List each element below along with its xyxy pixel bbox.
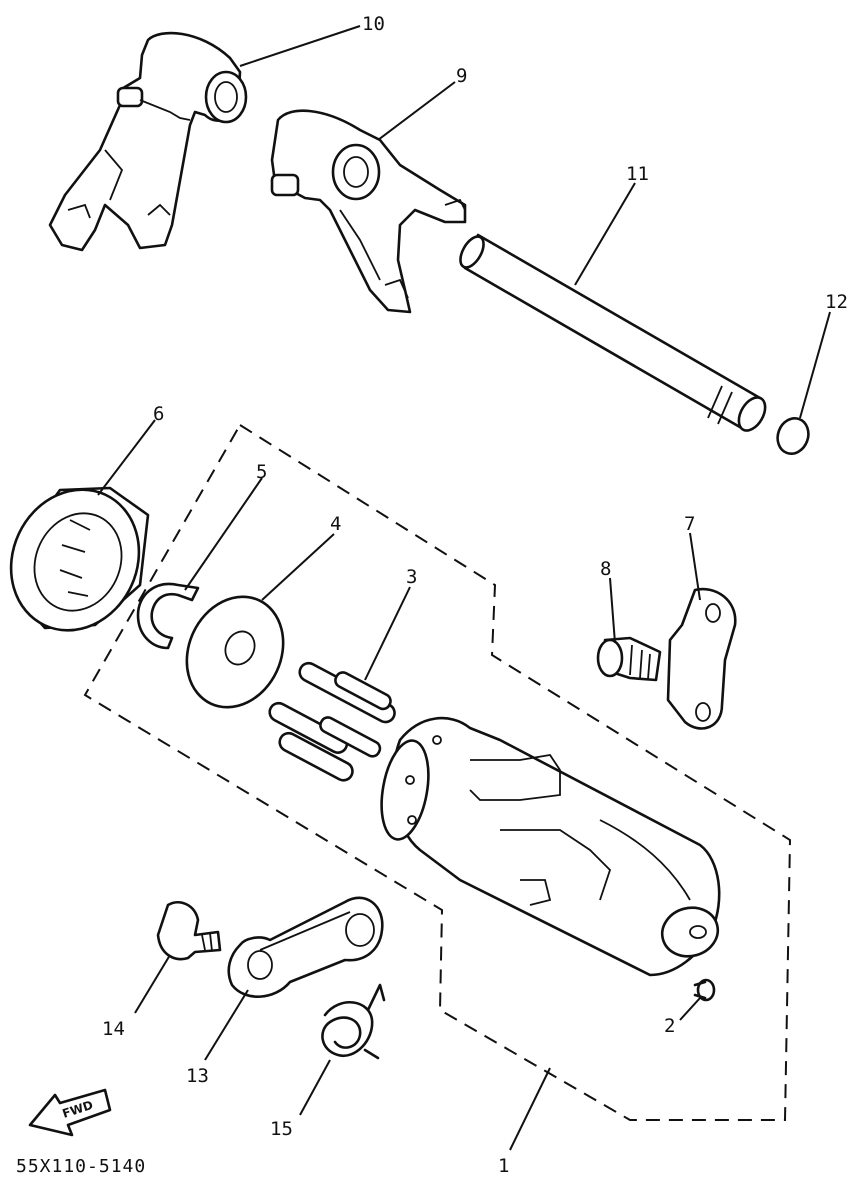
callout-15: 15 (270, 1118, 293, 1140)
circlip-12 (776, 417, 810, 455)
shift-fork-10 (48, 31, 248, 252)
callout-5: 5 (256, 461, 267, 483)
bearing-6 (9, 486, 150, 632)
bolt-8 (596, 636, 662, 682)
callout-9: 9 (456, 65, 467, 87)
callout-1: 1 (498, 1155, 509, 1177)
callout-7: 7 (684, 513, 695, 535)
callout-4: 4 (330, 513, 341, 535)
dowel-pins-3 (268, 661, 396, 782)
callout-12: 12 (825, 291, 848, 313)
callout-8: 8 (600, 558, 611, 580)
e-clip-5 (136, 582, 200, 650)
callout-13: 13 (186, 1065, 209, 1087)
leader-lines (97, 25, 831, 1151)
callout-6: 6 (153, 403, 164, 425)
guide-bar-11 (459, 233, 767, 432)
callout-2: 2 (664, 1015, 675, 1037)
stopper-lever-13 (227, 896, 384, 998)
shift-drum (380, 716, 721, 977)
forward-arrow-icon: FWD (28, 1088, 112, 1137)
stopper-plate-7 (666, 587, 737, 730)
assembly-boundary (83, 423, 792, 1121)
callout-11: 11 (626, 163, 649, 185)
bolt-14 (156, 900, 222, 961)
callout-3: 3 (406, 566, 417, 588)
shift-fork-9 (270, 109, 467, 314)
callout-14: 14 (102, 1018, 125, 1040)
pin-2 (693, 978, 716, 1002)
drawing-code: 55X110-5140 (16, 1156, 146, 1177)
callout-10: 10 (362, 13, 385, 35)
washer-4 (185, 595, 285, 709)
torsion-spring-15 (321, 983, 386, 1060)
